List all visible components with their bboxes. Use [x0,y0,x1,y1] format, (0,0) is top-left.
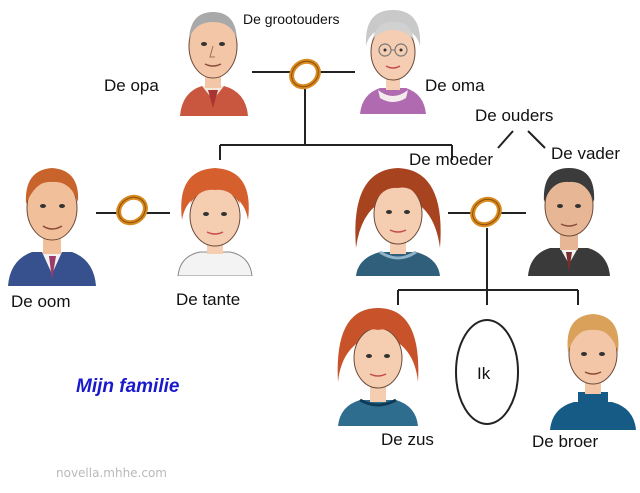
label-grootouders: De grootouders [243,11,340,27]
label-tante: De tante [176,290,241,309]
label-opa: De opa [104,76,159,95]
label-moeder: De moeder [409,150,494,169]
oma-portrait [358,2,428,114]
label-ik: Ik [477,364,491,383]
wedding-ring-icon [470,196,502,228]
wedding-ring-icon [289,58,321,90]
diagram-title: Mijn familie [76,376,180,397]
label-broer: De broer [532,432,599,451]
label-oma: De oma [425,76,485,95]
label-oom: De oom [11,292,71,311]
moeder-portrait [350,162,446,276]
ik-oval [455,319,519,425]
label-vader: De vader [551,144,620,163]
wedding-ring-icon [116,194,148,226]
opa-portrait [172,4,254,116]
label-ouders: De ouders [475,106,554,125]
broer-portrait [548,306,638,430]
oom-portrait [6,156,98,286]
label-zus: De zus [381,430,434,449]
vader-portrait [526,160,612,276]
credit-watermark: novella.mhhe.com [56,466,167,480]
zus-portrait [330,302,426,426]
tante-portrait [172,160,258,276]
